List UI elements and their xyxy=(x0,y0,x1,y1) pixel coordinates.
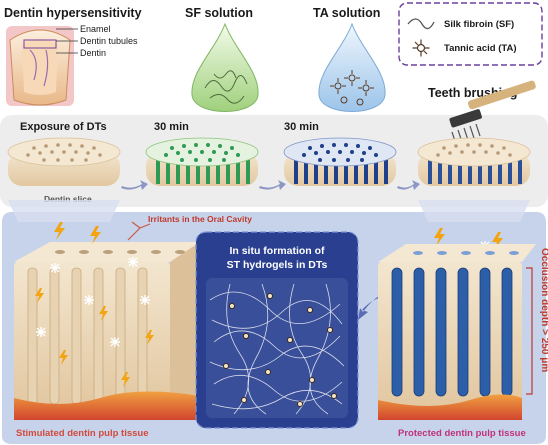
occlusion-depth-bracket xyxy=(526,267,533,395)
time-label-2: 30 min xyxy=(284,121,319,133)
exposure-of-dts-label: Exposure of DTs xyxy=(20,121,107,133)
process-arrows xyxy=(121,180,420,190)
toothbrush-icon xyxy=(449,80,536,145)
legend-sf-label: Silk fibroin (SF) xyxy=(444,19,514,30)
dentin-slice-plain xyxy=(7,137,121,186)
ta-molecules xyxy=(223,293,337,407)
dentin-slice-sf xyxy=(145,137,259,186)
in-situ-title-line2: ST hydrogels in DTs xyxy=(227,259,328,271)
in-situ-panel: In situ formation of ST hydrogels in DTs xyxy=(195,231,359,429)
irritants-pointer xyxy=(127,221,151,241)
enamel-label: Enamel xyxy=(80,24,111,34)
dentin-hypersensitivity-title: Dentin hypersensitivity xyxy=(4,6,142,20)
top-panel xyxy=(0,115,548,207)
ta-droplet xyxy=(318,22,386,112)
stimulated-dentin-block xyxy=(14,242,200,420)
dentin-slice-label: Dentin slice xyxy=(44,194,92,204)
legend-box: Silk fibroin (SF) Tannic acid (TA) xyxy=(398,2,543,66)
funnel-left xyxy=(8,200,120,222)
protected-pulp-caption: Protected dentin pulp tissue xyxy=(398,428,526,439)
tannic-acid-icon xyxy=(412,39,430,57)
irritants-label: Irritants in the Oral Cavity xyxy=(148,214,252,224)
legend-ta-label: Tannic acid (TA) xyxy=(444,43,516,54)
silk-fibroin-icon xyxy=(407,18,435,30)
sf-droplet xyxy=(191,22,259,112)
tooth-illustration xyxy=(6,26,74,106)
protected-dentin-block xyxy=(378,244,536,420)
occlusion-depth-label: Occlusion depth > 250 μm xyxy=(539,248,548,372)
stimulated-pulp-caption: Stimulated dentin pulp tissue xyxy=(16,428,148,439)
time-label-1: 30 min xyxy=(154,121,189,133)
in-situ-title-line1: In situ formation of xyxy=(229,245,325,257)
dentin-label: Dentin xyxy=(80,48,106,58)
dentin-slice-brushed xyxy=(417,137,531,186)
irritant-lightning-icons xyxy=(35,222,503,387)
hydrogel-network xyxy=(209,283,345,415)
sf-solution-title: SF solution xyxy=(185,6,253,20)
ta-solution-title: TA solution xyxy=(313,6,380,20)
funnel-right xyxy=(418,200,530,222)
dentin-tubules-label: Dentin tubules xyxy=(80,36,138,46)
dentin-slice-ta xyxy=(283,137,397,186)
